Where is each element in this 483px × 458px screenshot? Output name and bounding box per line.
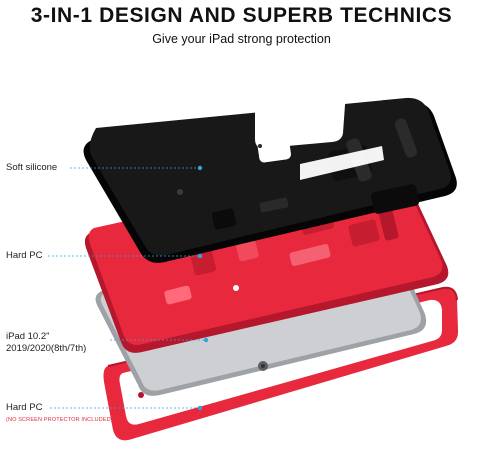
label-hard-pc-top: Hard PC bbox=[6, 250, 43, 261]
soft-silicone-back bbox=[83, 96, 457, 263]
page-subtitle: Give your iPad strong protection bbox=[152, 32, 331, 46]
page-title: 3-IN-1 DESIGN AND SUPERB TECHNICS bbox=[30, 4, 453, 27]
label-hard-pc-bottom: Hard PC bbox=[6, 402, 43, 413]
leader-dots bbox=[197, 165, 209, 411]
no-screen-protector-note: (NO SCREEN PROTECTOR INCLUDED) bbox=[6, 417, 113, 423]
label-soft-silicone: Soft silicone bbox=[6, 162, 58, 173]
label-ipad-model: iPad 10.2" bbox=[6, 331, 50, 342]
leader-lines bbox=[48, 167, 206, 409]
label-ipad-years: 2019/2020(8th/7th) bbox=[6, 343, 87, 354]
